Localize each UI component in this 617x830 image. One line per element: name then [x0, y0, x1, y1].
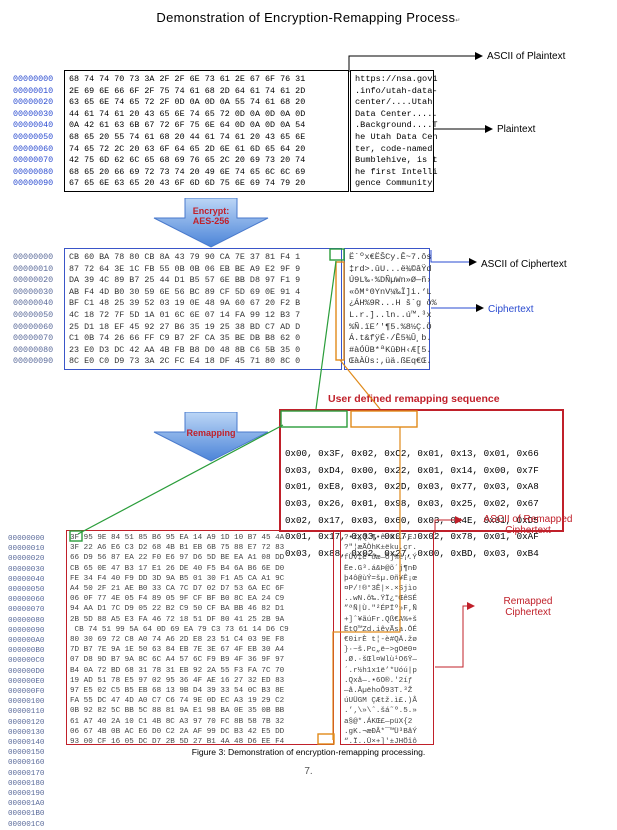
highlight-remap-entry-2 — [351, 411, 417, 427]
remapped-ascii-callout — [435, 520, 462, 533]
page-number: 7. — [0, 766, 617, 777]
remapped-callout — [435, 606, 474, 667]
connector-overlay — [0, 0, 617, 782]
highlight-cipher-column — [336, 262, 344, 360]
highlight-remap-entry-1 — [281, 411, 347, 427]
figure-caption: Figure 3: Demonstration of encryption-re… — [0, 747, 617, 757]
highlight-remapped-byte-last — [318, 734, 334, 744]
plaintext-ascii-callout — [349, 56, 482, 72]
ciphertext-ascii-callout — [431, 250, 476, 262]
highlight-cipher-byte-1 — [330, 249, 344, 260]
